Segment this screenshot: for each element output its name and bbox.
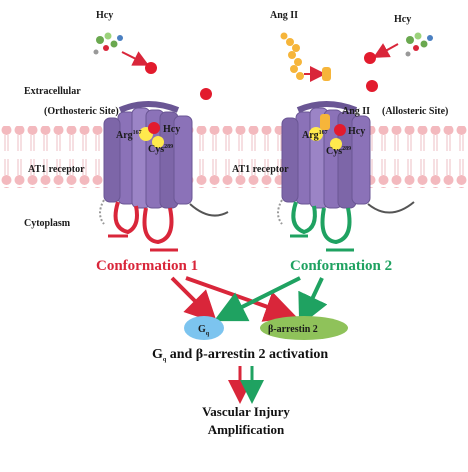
beta-arrestin-label: β-arrestin 2	[268, 324, 318, 335]
cys-label-left: Cys289	[148, 144, 173, 155]
hcy-ligand-right-low	[366, 80, 378, 92]
arg-label-left: Arg167	[116, 130, 142, 141]
cytoplasm-label: Cytoplasm	[24, 218, 71, 229]
hcy-molecule-left-icon	[93, 32, 123, 55]
arrow-conf2-to-arrestin	[298, 277, 328, 327]
hcy-ligand-right-top	[364, 52, 376, 64]
hcy-molecule-right-icon	[405, 32, 433, 57]
at1-receptor-left	[99, 101, 229, 252]
hcy-label-left: Hcy	[96, 10, 113, 21]
at1-receptor-label-right: AT1 receptor	[232, 164, 289, 175]
gq-label: Gq	[198, 324, 210, 337]
hcy-binding-arrow-right	[373, 43, 399, 58]
ang-ii-label-top: Ang II	[270, 10, 298, 21]
hcy-binding-arrow-left	[121, 51, 150, 66]
cys-site-right	[330, 138, 342, 150]
arg-site-right	[309, 127, 323, 141]
gq-protein	[184, 316, 224, 340]
beta-arrestin-2-protein	[260, 316, 348, 340]
conformation-2-label: Conformation 2	[290, 258, 392, 274]
hcy-bound-label-right: Hcy	[348, 126, 365, 137]
ang-ii-ligand	[322, 67, 331, 81]
cys-site-left	[152, 136, 164, 148]
activation-label: Gq and β-arrestin 2 activation	[152, 347, 328, 363]
result-line-1: Vascular Injury	[202, 404, 290, 419]
at1-receptor-label-left: AT1 receptor	[28, 164, 85, 175]
hcy-bound-right	[334, 124, 346, 136]
hcy-ligand-left	[145, 62, 157, 74]
result-line-2: Amplification	[208, 422, 285, 437]
arrow-conf1-to-gq	[170, 276, 218, 324]
hcy-bound-label-left: Hcy	[163, 124, 180, 135]
cell-membrane	[0, 126, 468, 188]
hcy-ligand-mid	[200, 88, 212, 100]
hcy-label-right: Hcy	[394, 14, 411, 25]
conformation-1-label: Conformation 1	[96, 258, 198, 274]
extracellular-label: Extracellular	[24, 86, 81, 97]
allosteric-site-label: (Allosteric Site)	[382, 106, 448, 117]
ang-ii-site-label: Ang II	[342, 106, 370, 117]
ang-ii-peptide-icon	[280, 32, 304, 80]
orthosteric-site-label: (Orthosteric Site)	[44, 106, 119, 117]
ang-ii-bound	[320, 114, 330, 130]
arrow-conf2-to-gq	[213, 276, 301, 322]
cys-label-right: Cys289	[326, 146, 351, 157]
arg-label-right: Arg167	[302, 130, 328, 141]
hcy-bound-left	[148, 122, 160, 134]
